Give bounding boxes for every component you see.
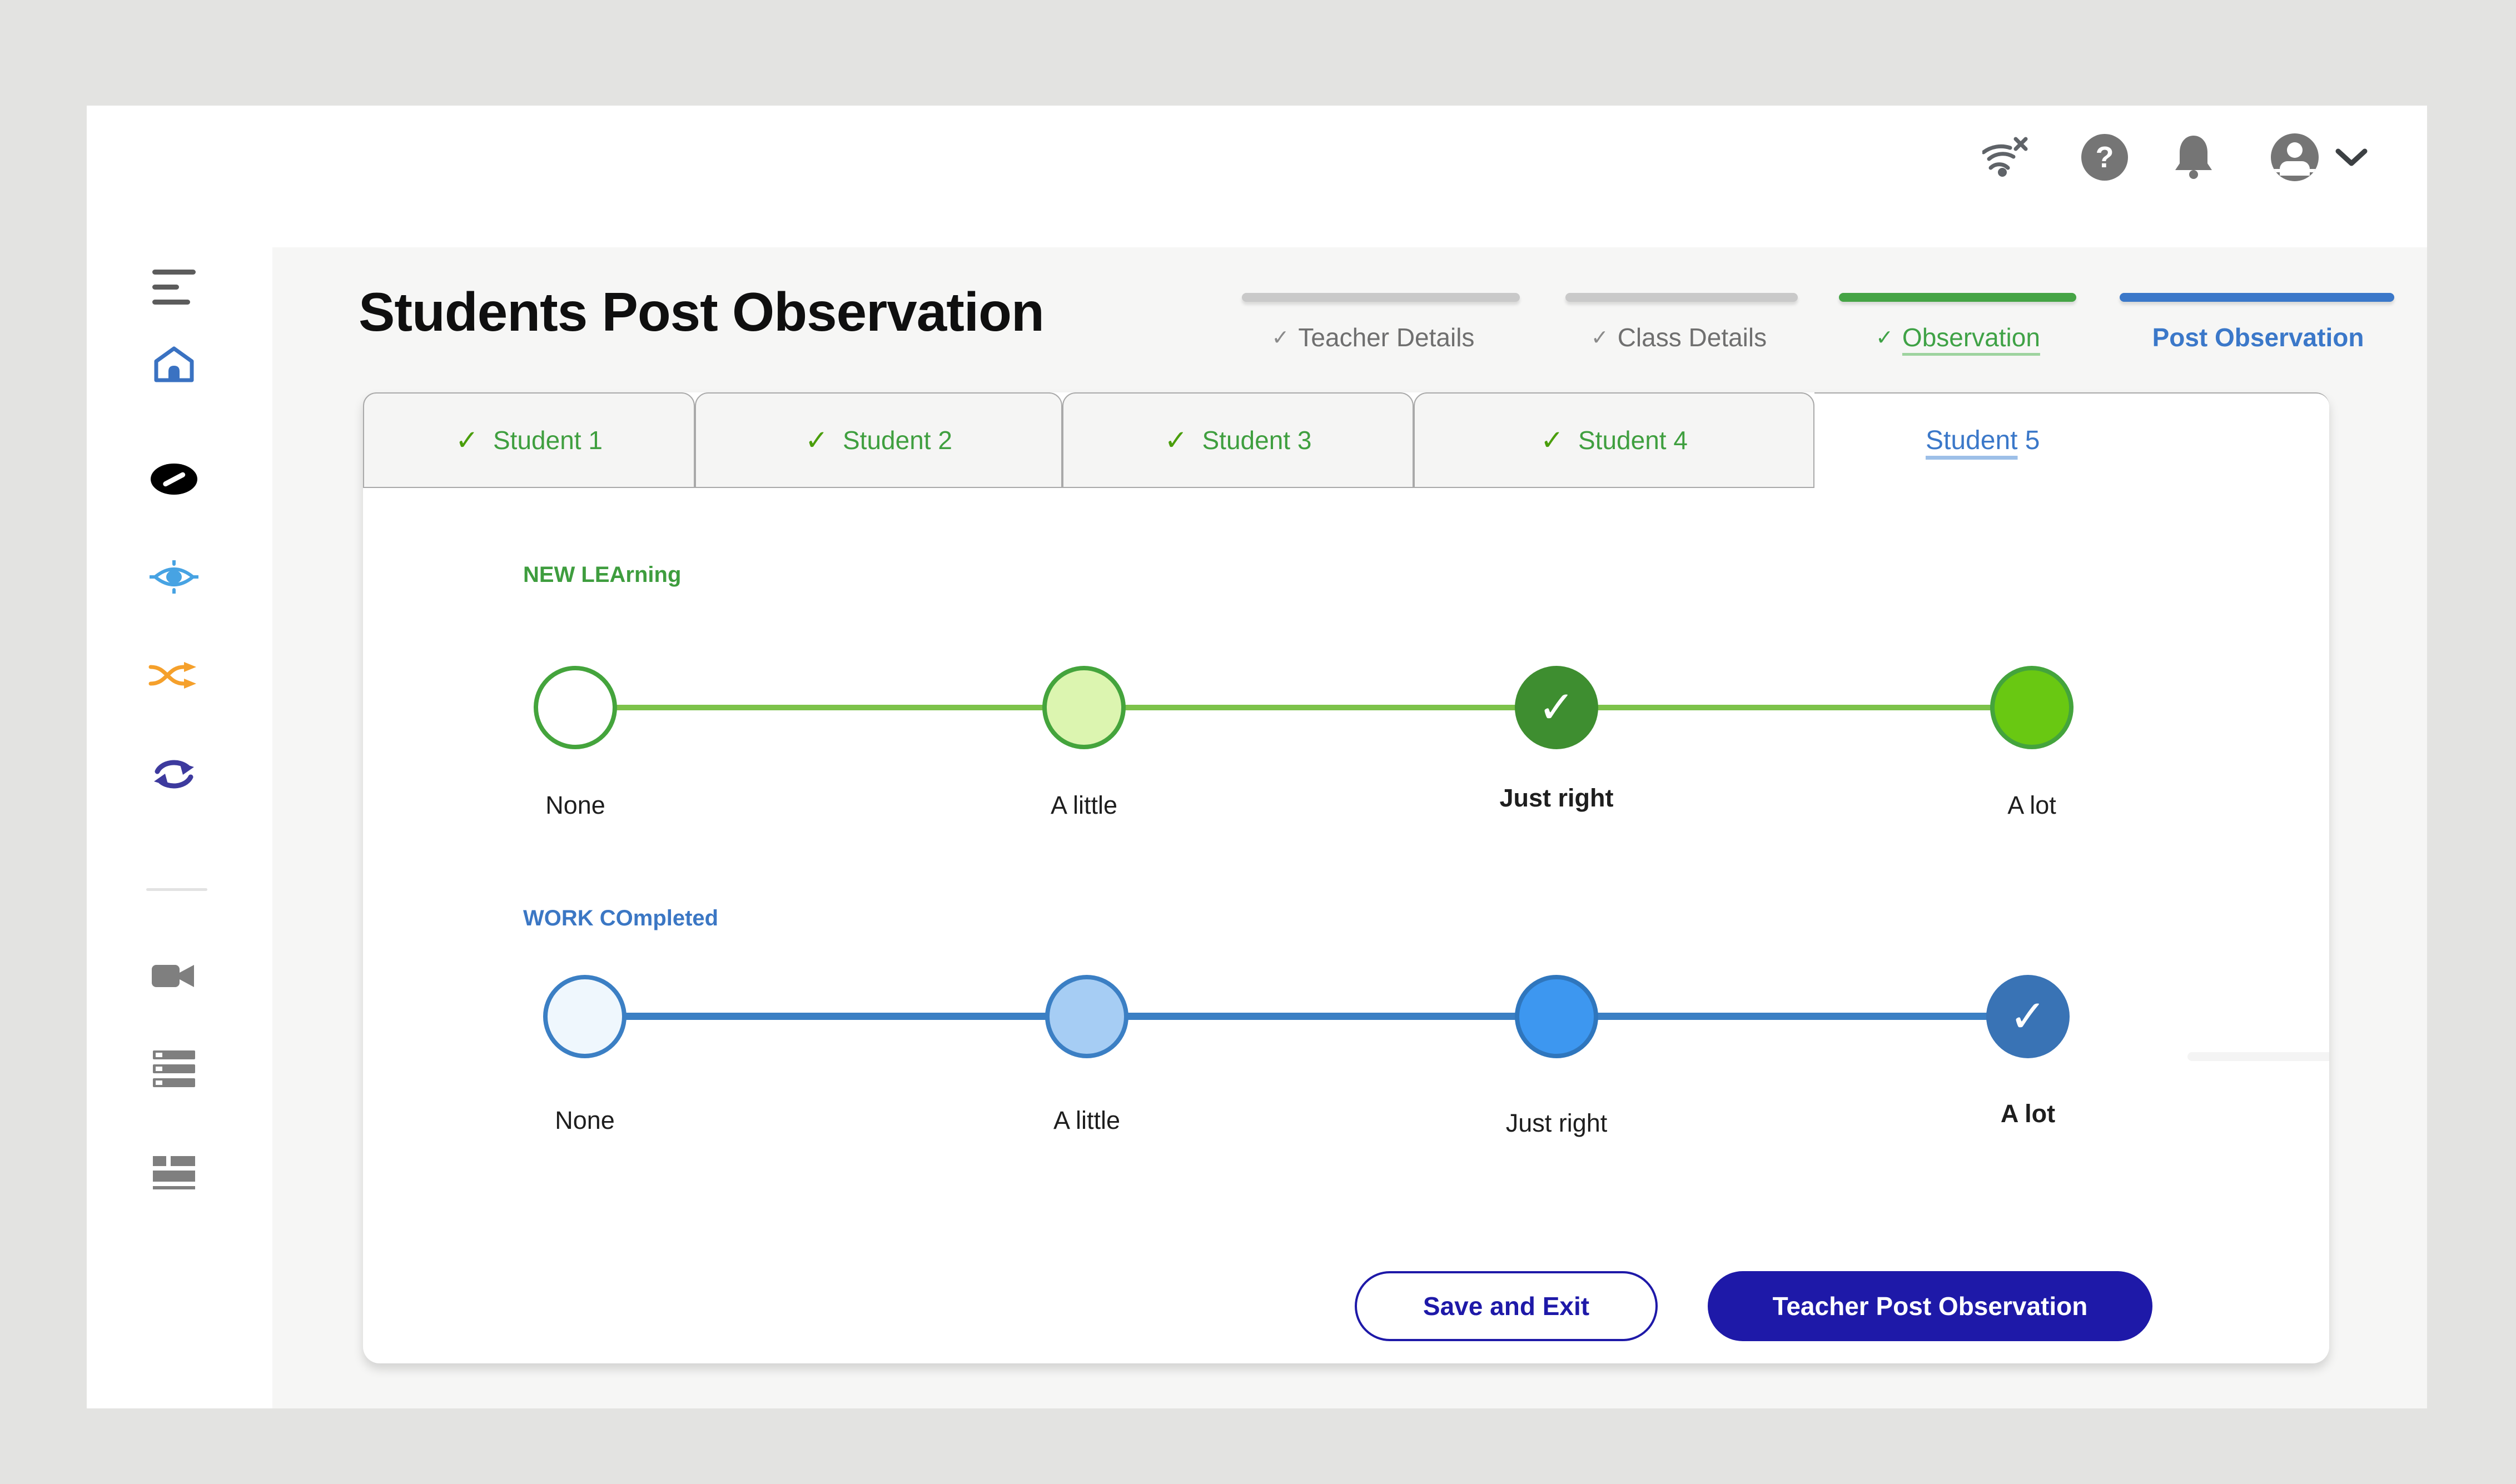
option-label-none: None (545, 791, 605, 819)
dashboard-icon[interactable] (153, 1156, 195, 1189)
option-label-just-right: Just right (1499, 784, 1614, 812)
check-icon: ✓ (2009, 990, 2047, 1042)
slider-new-learning-label: NEW LEArning (523, 562, 682, 587)
check-icon: ✓ (805, 424, 828, 456)
check-icon: ✓ (1590, 325, 1609, 350)
account-icon[interactable] (2271, 133, 2319, 181)
slider-new-learning-option-a-lot[interactable] (1990, 666, 2074, 749)
step-label: Class Details (1617, 323, 1767, 352)
check-icon: ✓ (1164, 424, 1188, 456)
step-label: Teacher Details (1298, 323, 1475, 352)
option-label-a-little: A little (1050, 791, 1118, 819)
tab-student-5-active[interactable]: Student 5 (1814, 392, 2329, 487)
check-icon: ✓ (1540, 424, 1564, 456)
compass-icon[interactable] (150, 462, 198, 496)
video-camera-icon[interactable] (152, 960, 196, 992)
slider-work-completed-label: WORK COmpleted (523, 906, 719, 930)
step-observation[interactable]: ✓ Observation (1876, 322, 2040, 352)
check-icon: ✓ (1271, 325, 1290, 350)
bell-icon[interactable] (2172, 132, 2215, 181)
slider-work-completed-track (585, 1013, 2028, 1020)
menu-icon[interactable] (152, 270, 196, 308)
tab-label: Student 2 (842, 426, 952, 455)
step-teacher-details[interactable]: ✓ Teacher Details (1272, 322, 1475, 352)
step-bar-teacher-details (1242, 293, 1520, 302)
tab-label: Student 5 (1926, 425, 2040, 455)
ghost-panel-edge (2187, 1052, 2329, 1061)
slider-new-learning-track (575, 705, 2032, 710)
wifi-off-icon[interactable] (1982, 133, 2031, 182)
list-icon[interactable] (153, 1050, 195, 1087)
option-label-just-right: Just right (1505, 1109, 1608, 1137)
step-label: Observation (1902, 323, 2040, 352)
tab-label: Student 1 (493, 426, 603, 455)
tab-label: Student 4 (1578, 426, 1688, 455)
step-bar-observation (1839, 293, 2076, 302)
tab-student-3[interactable]: ✓ Student 3 (1062, 392, 1414, 488)
sync-icon[interactable] (151, 755, 197, 794)
step-bar-class-details (1565, 293, 1798, 302)
tab-student-4[interactable]: ✓ Student 4 (1414, 392, 1814, 488)
option-label-a-lot: A lot (2000, 1099, 2056, 1128)
save-and-exit-label: Save and Exit (1423, 1292, 1590, 1321)
tab-student-2[interactable]: ✓ Student 2 (695, 392, 1062, 488)
step-post-observation[interactable]: Post Observation (2152, 322, 2364, 352)
slider-work-completed-option-a-lot-selected[interactable]: ✓ (1986, 975, 2070, 1058)
option-label-a-little: A little (1053, 1106, 1121, 1134)
slider-work-completed-option-none[interactable] (543, 975, 626, 1058)
slider-work-completed-option-a-little[interactable] (1045, 975, 1128, 1058)
save-and-exit-button[interactable]: Save and Exit (1355, 1271, 1658, 1341)
home-icon[interactable] (151, 343, 197, 386)
teacher-post-observation-button[interactable]: Teacher Post Observation (1708, 1271, 2152, 1341)
check-icon: ✓ (455, 424, 479, 456)
check-icon: ✓ (1876, 325, 1893, 350)
tab-student-1[interactable]: ✓ Student 1 (363, 392, 695, 488)
slider-new-learning-option-none[interactable] (534, 666, 617, 749)
step-class-details[interactable]: ✓ Class Details (1591, 322, 1767, 352)
check-icon: ✓ (1538, 681, 1575, 733)
step-label: Post Observation (2152, 323, 2364, 352)
slider-new-learning-option-a-little[interactable] (1042, 666, 1126, 749)
tab-panel-card (363, 392, 2329, 1363)
help-icon[interactable]: ? (2081, 134, 2128, 181)
teacher-post-observation-label: Teacher Post Observation (1772, 1292, 2088, 1321)
option-label-a-lot: A lot (2007, 791, 2056, 819)
shuffle-icon[interactable] (148, 658, 200, 693)
slider-new-learning-option-just-right-selected[interactable]: ✓ (1515, 666, 1598, 749)
slider-work-completed-option-just-right[interactable] (1515, 975, 1598, 1058)
sidebar-divider (146, 888, 207, 891)
option-label-none: None (555, 1106, 615, 1134)
question-glyph: ? (2095, 141, 2114, 174)
step-bar-post-observation (2120, 293, 2394, 302)
target-icon[interactable] (150, 560, 198, 594)
tab-label: Student 3 (1202, 426, 1312, 455)
page-title: Students Post Observation (359, 281, 1045, 342)
chevron-down-icon[interactable] (2335, 148, 2368, 168)
